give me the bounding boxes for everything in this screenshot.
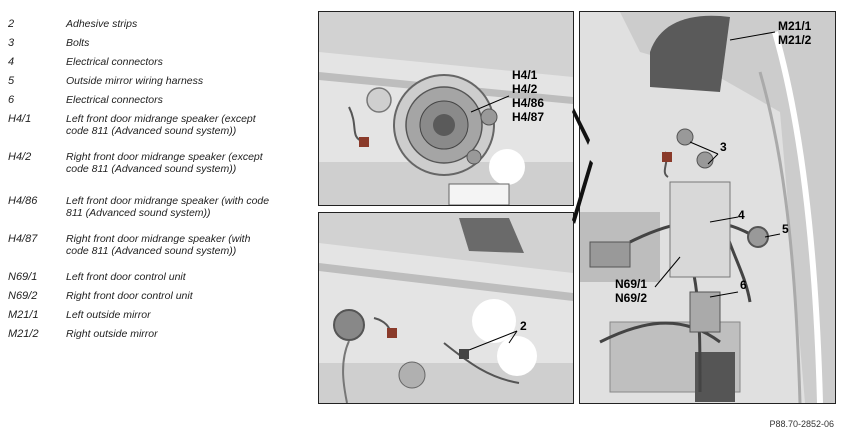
legend-text: Left front door midrange speaker (with c… xyxy=(66,195,270,219)
speaker-illustration xyxy=(319,12,573,205)
legend-text: Electrical connectors xyxy=(66,94,163,106)
legend-code: M21/2 xyxy=(8,328,39,340)
legend-row: H4/2 Right front door midrange speaker (… xyxy=(8,151,308,195)
pointer-wedges xyxy=(572,108,593,224)
legend-code: 6 xyxy=(8,94,15,106)
mirror-callout: M21/1 M21/2 xyxy=(778,19,811,47)
control-unit-callout: N69/1 N69/2 xyxy=(615,277,647,305)
callout-label: M21/2 xyxy=(778,33,812,47)
harness-callout: 5 xyxy=(782,222,789,236)
callout-label: H4/87 xyxy=(512,110,545,124)
legend-text: Right front door midrange speaker (excep… xyxy=(66,151,263,175)
door-panel: M21/1 M21/2 3 4 5 N69/1 N69/2 6 xyxy=(579,11,836,404)
legend-row: 4 Electrical connectors xyxy=(8,56,308,75)
adhesive-illustration xyxy=(319,213,573,403)
legend-code: 5 xyxy=(8,75,15,87)
legend-code: 3 xyxy=(8,37,15,49)
legend-row: 3 Bolts xyxy=(8,37,308,56)
legend-row: N69/2 Right front door control unit xyxy=(8,290,308,309)
legend-row: 2 Adhesive strips xyxy=(8,18,308,37)
door-illustration xyxy=(580,12,835,403)
adhesive-panel: 2 xyxy=(318,212,574,404)
legend-code: 4 xyxy=(8,56,15,68)
legend-row: N69/1 Left front door control unit xyxy=(8,271,308,290)
legend-row: H4/86 Left front door midrange speaker (… xyxy=(8,195,308,233)
legend-text: Bolts xyxy=(66,37,90,49)
legend-text: Outside mirror wiring harness xyxy=(66,75,204,87)
speaker-callout: H4/1 H4/2 H4/86 H4/87 xyxy=(512,68,544,124)
callout-label: H4/1 xyxy=(512,68,538,82)
callout-label: H4/2 xyxy=(512,82,538,96)
legend-row: M21/1 Left outside mirror xyxy=(8,309,308,328)
legend-text: Right outside mirror xyxy=(66,328,158,340)
legend-text: Electrical connectors xyxy=(66,56,163,68)
legend-text: Adhesive strips xyxy=(66,18,138,30)
callout-label: H4/86 xyxy=(512,96,545,110)
bolts-callout: 3 xyxy=(720,140,727,154)
connectors-4-callout: 4 xyxy=(738,208,745,222)
legend-code: H4/86 xyxy=(8,195,38,207)
legend-code: H4/1 xyxy=(8,113,32,125)
legend-text: Right front door midrange speaker (with … xyxy=(66,233,251,257)
legend-text: Left front door midrange speaker (except… xyxy=(66,113,256,137)
legend-code: 2 xyxy=(8,18,15,30)
figure-id: P88.70-2852-06 xyxy=(769,419,834,429)
legend-text: Right front door control unit xyxy=(66,290,193,302)
legend-code: N69/2 xyxy=(8,290,38,302)
legend-row: H4/87 Right front door midrange speaker … xyxy=(8,233,308,271)
callout-label: N69/2 xyxy=(615,291,648,305)
legend-code: H4/2 xyxy=(8,151,32,163)
legend-text: Left front door control unit xyxy=(66,271,186,283)
legend-row: M21/2 Right outside mirror xyxy=(8,328,308,347)
adhesive-callout: 2 xyxy=(520,319,527,333)
legend-code: N69/1 xyxy=(8,271,38,283)
legend-text: Left outside mirror xyxy=(66,309,151,321)
callout-label: M21/1 xyxy=(778,19,812,33)
speaker-panel: H4/1 H4/2 H4/86 H4/87 xyxy=(318,11,574,206)
legend-code: H4/87 xyxy=(8,233,38,245)
callout-label: N69/1 xyxy=(615,277,648,291)
legend-row: 5 Outside mirror wiring harness xyxy=(8,75,308,94)
connectors-6-callout: 6 xyxy=(740,278,747,292)
legend-row: H4/1 Left front door midrange speaker (e… xyxy=(8,113,308,151)
legend: 2 Adhesive strips 3 Bolts 4 Electrical c… xyxy=(8,18,308,347)
legend-code: M21/1 xyxy=(8,309,39,321)
legend-row: 6 Electrical connectors xyxy=(8,94,308,113)
